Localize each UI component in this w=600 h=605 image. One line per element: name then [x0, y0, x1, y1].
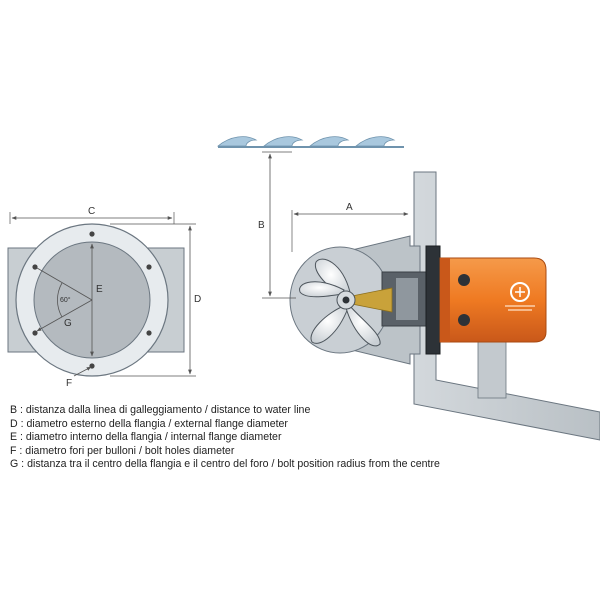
- label-d: D: [194, 294, 201, 305]
- label-c: C: [88, 206, 95, 217]
- propeller-blade: [299, 281, 345, 298]
- legend: B : distanza dalla linea di galleggiamen…: [10, 404, 590, 472]
- dim-f-leader: [73, 366, 92, 377]
- bolt-hole: [89, 231, 95, 237]
- bolt-hole: [146, 264, 152, 270]
- propeller: [299, 258, 381, 347]
- propeller-hub-center: [342, 296, 350, 304]
- mounting-flange: [425, 245, 441, 355]
- label-b: B: [258, 220, 265, 231]
- motor-bolt: [458, 314, 470, 326]
- dim-g-line-upper: [36, 267, 93, 301]
- propeller-blade: [345, 305, 381, 347]
- dim-g-line-lower: [36, 299, 93, 332]
- brand-logo-icon: [510, 282, 530, 302]
- motor-band: [440, 258, 450, 342]
- motor-body: [439, 257, 547, 343]
- label-angle: 60°: [60, 296, 71, 304]
- gear-leg-detail: [396, 278, 418, 320]
- propeller-blade: [310, 305, 349, 344]
- legend-item-f: F : diametro fori per bulloni / bolt hol…: [10, 444, 235, 457]
- legend-item-b: B : distanza dalla linea di galleggiamen…: [10, 404, 311, 416]
- label-g: G: [64, 318, 72, 329]
- thruster-side-view: A B: [216, 136, 600, 441]
- label-f: F: [66, 378, 72, 389]
- angle-arc: [57, 282, 63, 318]
- legend-item-e: E : diametro interno della flangia / int…: [10, 431, 282, 444]
- legend-item-d: D : diametro esterno della flangia / ext…: [10, 417, 288, 430]
- bolt-hole: [32, 330, 38, 336]
- legend-item-g: G : distanza tra il centro della flangia…: [10, 458, 440, 471]
- hull-rib: [477, 335, 507, 399]
- label-e: E: [96, 284, 103, 295]
- hull-shape: [413, 171, 600, 441]
- motor-bolt: [458, 274, 470, 286]
- flange-front-view: E 60° G F C D: [7, 206, 201, 389]
- bolt-hole: [32, 264, 38, 270]
- water-waves: [216, 136, 404, 148]
- brand-wordmark-icon: [505, 305, 535, 311]
- label-a: A: [346, 202, 353, 213]
- bolt-hole: [146, 330, 152, 336]
